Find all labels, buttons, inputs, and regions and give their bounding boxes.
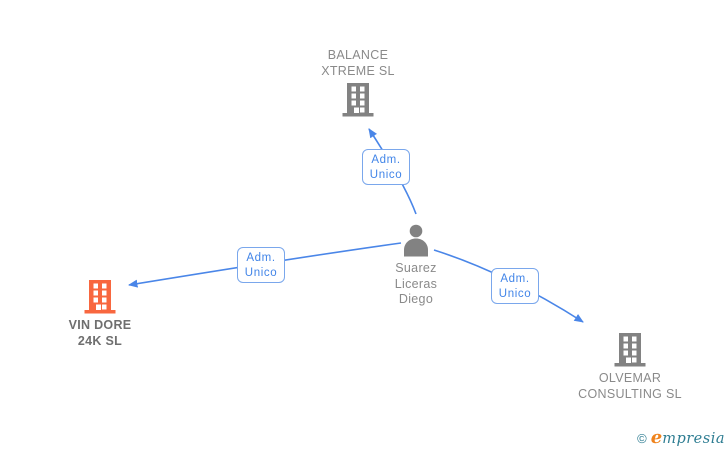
person-label-line: Liceras [394,276,438,291]
company-label: OLVEMAR CONSULTING SL [578,371,682,402]
building-icon [84,280,116,314]
brand-name: mpresia [662,431,725,447]
person-label-line: Suarez [395,261,437,275]
company-label: BALANCE XTREME SL [321,48,395,79]
edge-label-line: Unico [369,168,403,181]
node-balance-xtreme-sl[interactable]: BALANCE XTREME SL [298,48,418,117]
company-label: VIN DORE 24K SL [69,318,132,349]
company-label-line: OLVEMAR [598,371,662,385]
brand-initial: e [650,427,663,448]
company-label-line: XTREME SL [321,63,395,78]
copyright-icon: © [637,431,647,446]
edge-label-adm-unico-vindore: Adm. Unico [237,247,285,283]
edge-label-line: Adm. [500,272,530,285]
company-label-line: 24K SL [77,333,123,348]
person-label-line: Diego [398,292,434,306]
building-icon [614,333,646,367]
person-icon [404,224,428,257]
company-label-line: CONSULTING SL [578,386,682,401]
edge-label-adm-unico-balance: Adm. Unico [362,149,410,185]
empresia-logo[interactable]: © e mpresia [637,427,725,448]
node-vin-dore-24k-sl[interactable]: VIN DORE 24K SL [40,280,160,349]
node-olvemar-consulting-sl[interactable]: OLVEMAR CONSULTING SL [570,333,690,402]
person-label: Suarez Liceras Diego [395,261,437,308]
edge-label-line: Unico [244,266,278,279]
company-label-line: BALANCE [327,48,389,62]
edge-label-line: Adm. [246,251,276,264]
company-label-line: VIN DORE [68,318,132,332]
edge-label-adm-unico-olvemar: Adm. Unico [491,268,539,304]
edge-label-line: Adm. [371,153,401,166]
node-person-suarez-liceras-diego[interactable]: Suarez Liceras Diego [356,224,476,308]
building-icon [342,83,374,117]
edge-label-line: Unico [498,287,532,300]
